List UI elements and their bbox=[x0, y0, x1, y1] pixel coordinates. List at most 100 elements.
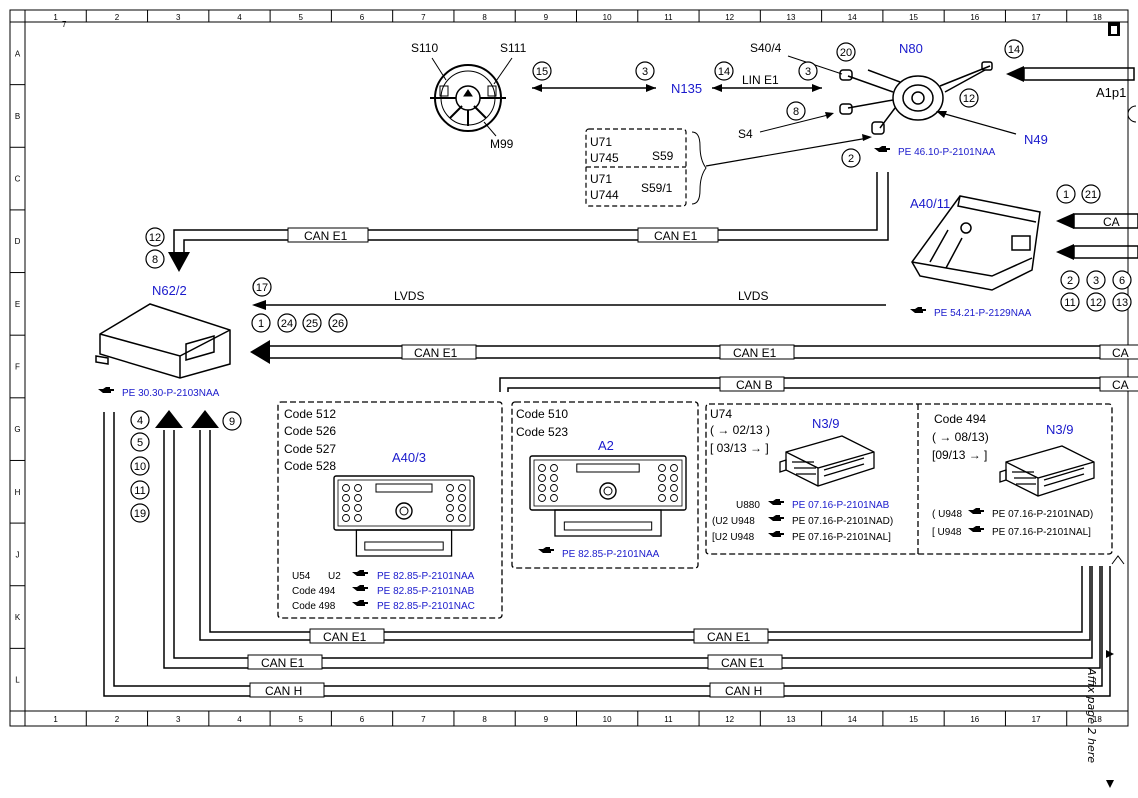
bottom-bus-bundle bbox=[103, 412, 1111, 697]
can-e1-top-bus bbox=[173, 172, 889, 254]
svg-text:8: 8 bbox=[793, 106, 799, 118]
svg-text:20: 20 bbox=[840, 47, 852, 59]
svg-text:4: 4 bbox=[137, 415, 143, 427]
grid-col-top: 2 bbox=[115, 13, 120, 22]
arrowhead-left-2 bbox=[191, 410, 219, 428]
svg-text:1: 1 bbox=[1063, 189, 1069, 201]
a1p1-bus bbox=[1023, 67, 1135, 81]
svg-text:17: 17 bbox=[256, 282, 268, 294]
can-h-label-2: CAN H bbox=[725, 684, 762, 698]
svg-text:21: 21 bbox=[1085, 189, 1097, 201]
grid-col-top: 12 bbox=[725, 13, 734, 22]
grid-row-label: C bbox=[15, 175, 21, 184]
variant-leader bbox=[705, 137, 869, 167]
bubble-25: 25 bbox=[302, 313, 322, 333]
bubble-26: 26 bbox=[328, 313, 348, 333]
can-e1-row-f bbox=[268, 345, 1138, 359]
grid-col-top: 16 bbox=[970, 13, 979, 22]
grid-col-bottom: 8 bbox=[482, 715, 487, 724]
bubble-14: 14 bbox=[714, 61, 734, 81]
grid-col-bottom: 1 bbox=[53, 715, 58, 724]
affix-marker-bottom bbox=[1106, 780, 1114, 788]
ref-pe-07-nab: PE 07.16-P-2101NAB bbox=[792, 500, 890, 511]
bubble-17: 17 bbox=[252, 277, 272, 297]
date-to-0213: ( → 02/13 ) bbox=[710, 423, 770, 437]
can-e1-top-label-1: CAN E1 bbox=[304, 229, 348, 243]
grid-col-bottom: 14 bbox=[848, 715, 857, 724]
grid-col-bottom: 7 bbox=[421, 715, 426, 724]
code-u2: U2 bbox=[328, 571, 341, 582]
ref-pe-82-nab: PE 82.85-P-2101NAB bbox=[377, 586, 475, 597]
grid-col-bottom: 16 bbox=[970, 715, 979, 724]
a40-11-arrowhead-2 bbox=[1056, 244, 1074, 260]
grid-col-bottom: 18 bbox=[1093, 715, 1102, 724]
variant-u745: U745 bbox=[590, 151, 619, 165]
bubble-4: 4 bbox=[130, 410, 150, 430]
can-e1-row-f-label-1: CAN E1 bbox=[414, 346, 458, 360]
n49-leader bbox=[937, 111, 1017, 135]
grid-col-top: 7 bbox=[421, 13, 426, 22]
grid-col-bottom: 13 bbox=[787, 715, 796, 724]
bubble-11: 11 bbox=[130, 480, 150, 500]
code-494: Code 494 bbox=[934, 412, 986, 426]
affix-note: Affix page 2 here bbox=[1085, 668, 1098, 764]
a40-11-bus-2 bbox=[1073, 245, 1138, 259]
n3-9-b-device bbox=[999, 445, 1095, 497]
bubble-21: 21 bbox=[1081, 184, 1101, 204]
bubble-2: 2 bbox=[841, 148, 861, 168]
steering-column-module bbox=[839, 61, 993, 135]
can-e1-row-f-box-1 bbox=[401, 344, 477, 360]
bubble-12: 12 bbox=[959, 88, 979, 108]
n62-top-arrowhead bbox=[168, 252, 190, 272]
code-u948-a: ( U948 bbox=[932, 509, 962, 520]
can-e1-bottom-box-1 bbox=[309, 628, 385, 644]
can-e1-top-labels bbox=[287, 227, 719, 243]
svg-text:3: 3 bbox=[805, 66, 811, 78]
svg-text:14: 14 bbox=[718, 66, 730, 78]
grid-labels: 1122334455667788991010111112121313141415… bbox=[14, 13, 1102, 724]
can-b-label: CAN B bbox=[736, 378, 773, 392]
variant-brace bbox=[691, 131, 707, 205]
label-m99: M99 bbox=[490, 137, 514, 151]
bubble-1: 1 bbox=[251, 313, 271, 333]
bubble-19: 19 bbox=[130, 503, 150, 523]
code-u880: U880 bbox=[736, 500, 760, 511]
lvds-label-1: LVDS bbox=[394, 289, 424, 303]
variant-u71-a: U71 bbox=[590, 135, 612, 149]
a1p1-arrowhead bbox=[1006, 66, 1024, 82]
code-528: Code 528 bbox=[284, 459, 336, 473]
bubble-3: 3 bbox=[1086, 270, 1106, 290]
right-riser-notch bbox=[1111, 555, 1125, 565]
can-h-label-1: CAN H bbox=[265, 684, 302, 698]
can-e1-bottom-label-3: CAN E1 bbox=[261, 656, 305, 670]
grid-col-bottom: 9 bbox=[544, 715, 549, 724]
grid-row-label: D bbox=[15, 237, 21, 246]
code-u74: U74 bbox=[710, 407, 732, 421]
label-s110: S110 bbox=[411, 41, 438, 55]
can-b-label-2: CA bbox=[1112, 378, 1129, 392]
svg-text:12: 12 bbox=[963, 93, 975, 105]
trunc-bubble-right bbox=[1127, 105, 1137, 123]
ref-pe-82-a2: PE 82.85-P-2101NAA bbox=[562, 549, 660, 560]
svg-text:26: 26 bbox=[332, 318, 344, 330]
bubble-11: 11 bbox=[1060, 292, 1080, 312]
code-u948-b: [ U948 bbox=[932, 527, 962, 538]
grid-col-bottom: 12 bbox=[725, 715, 734, 724]
ref-pe-82-nac: PE 82.85-P-2101NAC bbox=[377, 601, 475, 612]
bubble-5: 5 bbox=[130, 432, 150, 452]
svg-text:12: 12 bbox=[1090, 297, 1102, 309]
label-n62-2: N62/2 bbox=[152, 283, 187, 298]
s4-arrowhead bbox=[825, 112, 834, 119]
grid-col-bottom: 10 bbox=[603, 715, 612, 724]
grid-row-label: L bbox=[15, 676, 20, 685]
grid-col-bottom: 2 bbox=[115, 715, 120, 724]
can-e1-bottom-box-3 bbox=[247, 654, 323, 670]
s4-leader bbox=[759, 113, 833, 133]
grid-col-top: 13 bbox=[787, 13, 796, 22]
grid-col-top: 6 bbox=[360, 13, 365, 22]
can-e1-row-f-label-2: CAN E1 bbox=[733, 346, 777, 360]
grid-col-top: 18 bbox=[1093, 13, 1102, 22]
label-s40-4: S40/4 bbox=[750, 41, 782, 55]
svg-text:19: 19 bbox=[134, 508, 146, 520]
code-526: Code 526 bbox=[284, 424, 336, 438]
